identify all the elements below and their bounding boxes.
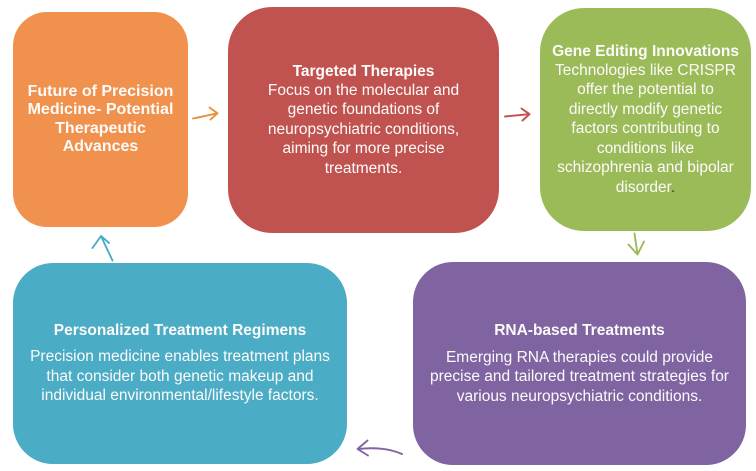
down-arrow-icon <box>627 232 645 256</box>
node-title: RNA-based Treatments <box>494 321 665 339</box>
node-body: Precision medicine enables treatment pla… <box>30 348 330 405</box>
arrow-future-to-targeted <box>192 103 222 127</box>
node-rna-based-treatments: RNA-based Treatments Emerging RNA therap… <box>413 262 746 465</box>
arrow-targeted-to-gene <box>504 103 534 127</box>
node-body: Focus on the molecular and genetic found… <box>267 81 460 177</box>
dark-period: . <box>670 178 676 196</box>
node-gene-editing-innovations: Gene Editing Innovations Technologies li… <box>540 8 751 231</box>
arrow-rna-to-personalized <box>352 437 404 463</box>
left-arrow-icon <box>356 439 403 457</box>
node-title: Targeted Therapies <box>292 62 435 80</box>
right-arrow-icon <box>504 107 531 122</box>
node-body: Emerging RNA therapies could provide pre… <box>430 348 729 405</box>
node-title: Future of Precision Medicine- Potential … <box>27 82 174 156</box>
node-body: Technologies like CRISPR offer the poten… <box>555 61 736 196</box>
node-personalized-treatment-regimens: Personalized Treatment Regimens Precisio… <box>13 263 347 464</box>
arrow-gene-to-rna <box>624 232 650 260</box>
node-targeted-therapies: Targeted Therapies Focus on the molecula… <box>228 7 499 233</box>
node-title: Personalized Treatment Regimens <box>53 322 307 340</box>
node-future-of-precision-medicine: Future of Precision Medicine- Potential … <box>13 12 188 227</box>
arrow-personalized-to-future <box>88 231 120 263</box>
node-title: Gene Editing Innovations <box>552 42 739 60</box>
up-left-arrow-icon <box>91 235 114 262</box>
right-arrow-icon <box>192 106 219 121</box>
